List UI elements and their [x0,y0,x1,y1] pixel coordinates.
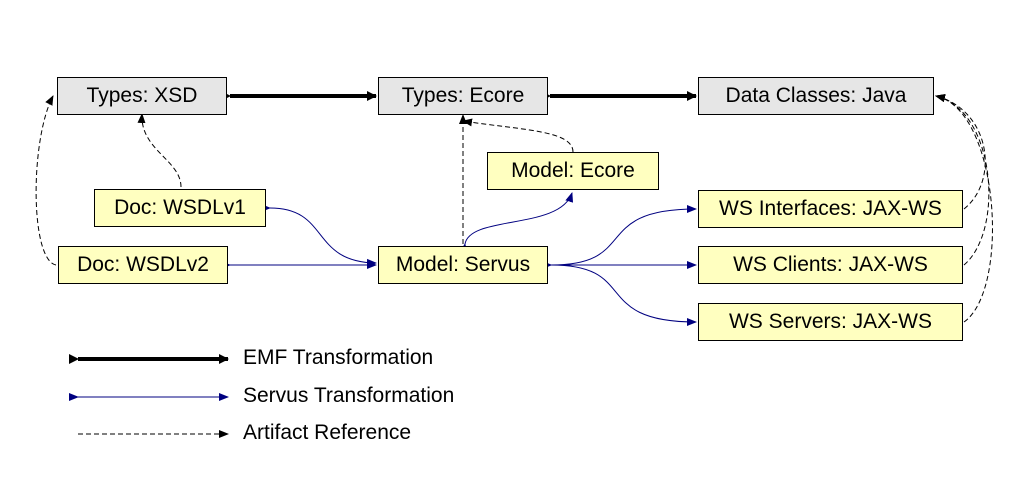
servus-edge-servus-servers [541,260,697,326]
legend-emf-label: EMF Transformation [243,346,434,369]
ws-servers-box: WS Servers: JAX-WS [698,303,963,341]
artifact-edge-wsdlv2-xsd [35,95,57,266]
legend-servus-label: Servus Transformation [243,384,455,407]
doc-wsdlv2-box: Doc: WSDLv2 [58,246,228,284]
artifact-edge-modelecore-ecore [462,118,574,153]
artifact-edge-wsdlv1-xsd [137,113,182,188]
model-ecore-box: Model: Ecore [487,152,659,190]
servus-edge-servus-modelecore [459,192,574,254]
doc-wsdlv1-box: Doc: WSDLv1 [94,189,266,227]
servus-edge-wsdlv1-servus [260,203,377,267]
artifact-edge-servers-java [935,94,993,323]
types-ecore-box: Types: Ecore [378,77,548,115]
types-xsd-box: Types: XSD [57,77,227,115]
data-classes-java-box: Data Classes: Java [698,77,934,115]
artifact-edge-clients-java [935,94,990,266]
model-servus-box: Model: Servus [378,246,548,284]
servus-edge-servus-interfaces [541,205,697,270]
legend-artifact-label: Artifact Reference [243,421,412,444]
ws-clients-box: WS Clients: JAX-WS [698,246,963,284]
ws-interfaces-box: WS Interfaces: JAX-WS [698,190,963,228]
